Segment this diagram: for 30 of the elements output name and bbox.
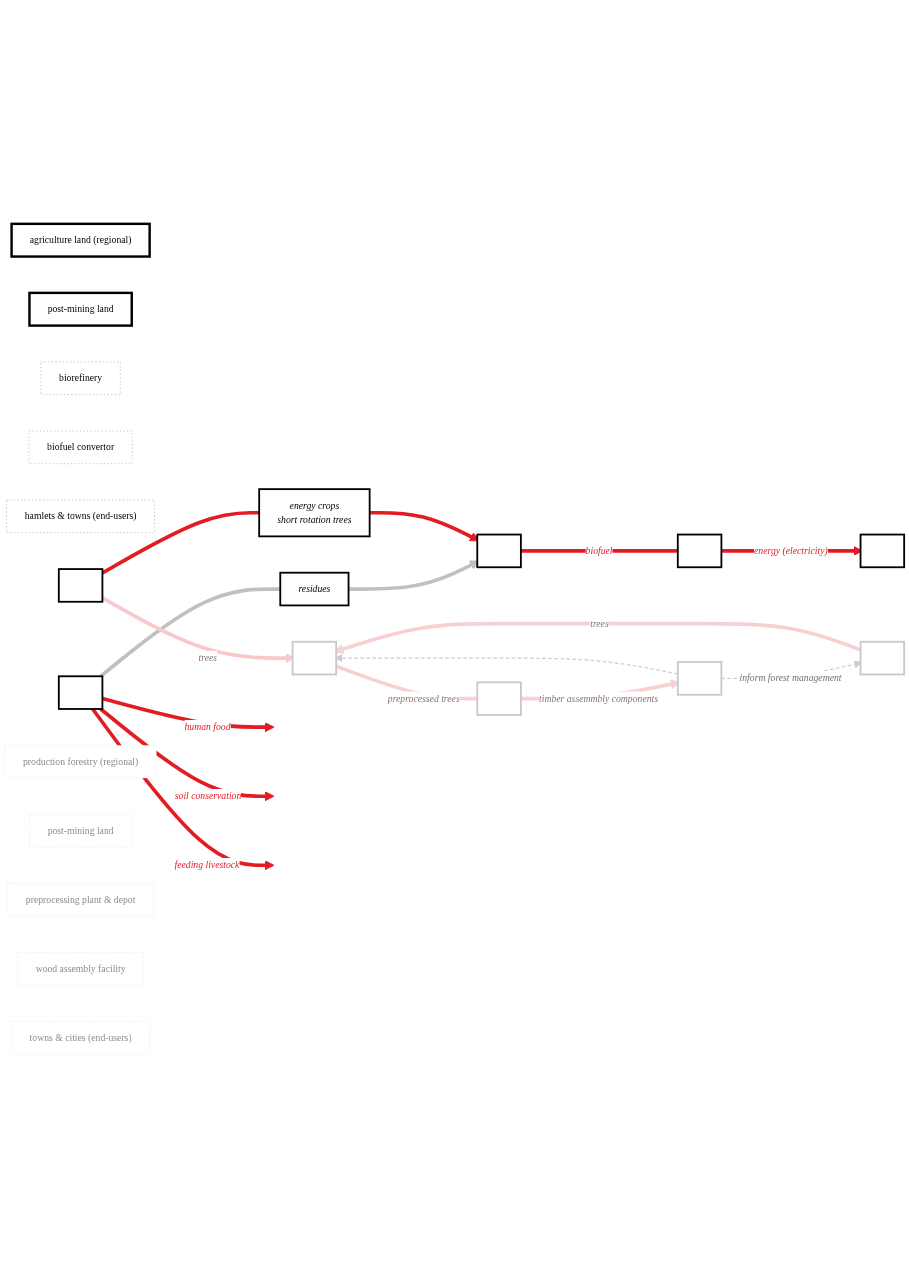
edge-label: human food bbox=[184, 722, 231, 733]
node-box bbox=[57, 568, 104, 604]
edge-label: timber assemmbly components bbox=[539, 693, 659, 704]
node-box: residues bbox=[279, 572, 350, 607]
node-box bbox=[859, 641, 906, 676]
node-box: agriculture land (regional) bbox=[10, 223, 151, 259]
node-box bbox=[859, 534, 906, 569]
node-box bbox=[476, 681, 522, 717]
node-box: hamlets & towns (end-users) bbox=[6, 500, 155, 534]
edge-label: feeding livestock bbox=[174, 860, 240, 871]
node-box: post-mining land bbox=[28, 292, 133, 328]
edge-label: trees bbox=[198, 653, 218, 664]
node-box: energy crops short rotation trees bbox=[258, 488, 371, 538]
edge-label: energy (electricity) bbox=[754, 545, 828, 557]
node-box bbox=[676, 534, 723, 569]
connector bbox=[99, 587, 281, 679]
connector bbox=[101, 511, 260, 575]
edge-label: trees bbox=[590, 618, 609, 629]
node-box: biofuel convertor bbox=[28, 431, 133, 465]
node-box bbox=[57, 675, 104, 711]
node-box bbox=[676, 661, 723, 697]
node-box: biorefinery bbox=[40, 362, 121, 396]
node-box bbox=[291, 641, 338, 676]
edge-label: preprocessed trees bbox=[387, 693, 460, 704]
edge-label: biofuel bbox=[585, 545, 613, 557]
node-box bbox=[476, 534, 522, 569]
edge-label: inform forest management bbox=[739, 673, 842, 684]
edge-label: soil conservation bbox=[174, 791, 242, 802]
arrow bbox=[99, 708, 275, 802]
node-box: production forestry (regional) bbox=[4, 745, 157, 779]
